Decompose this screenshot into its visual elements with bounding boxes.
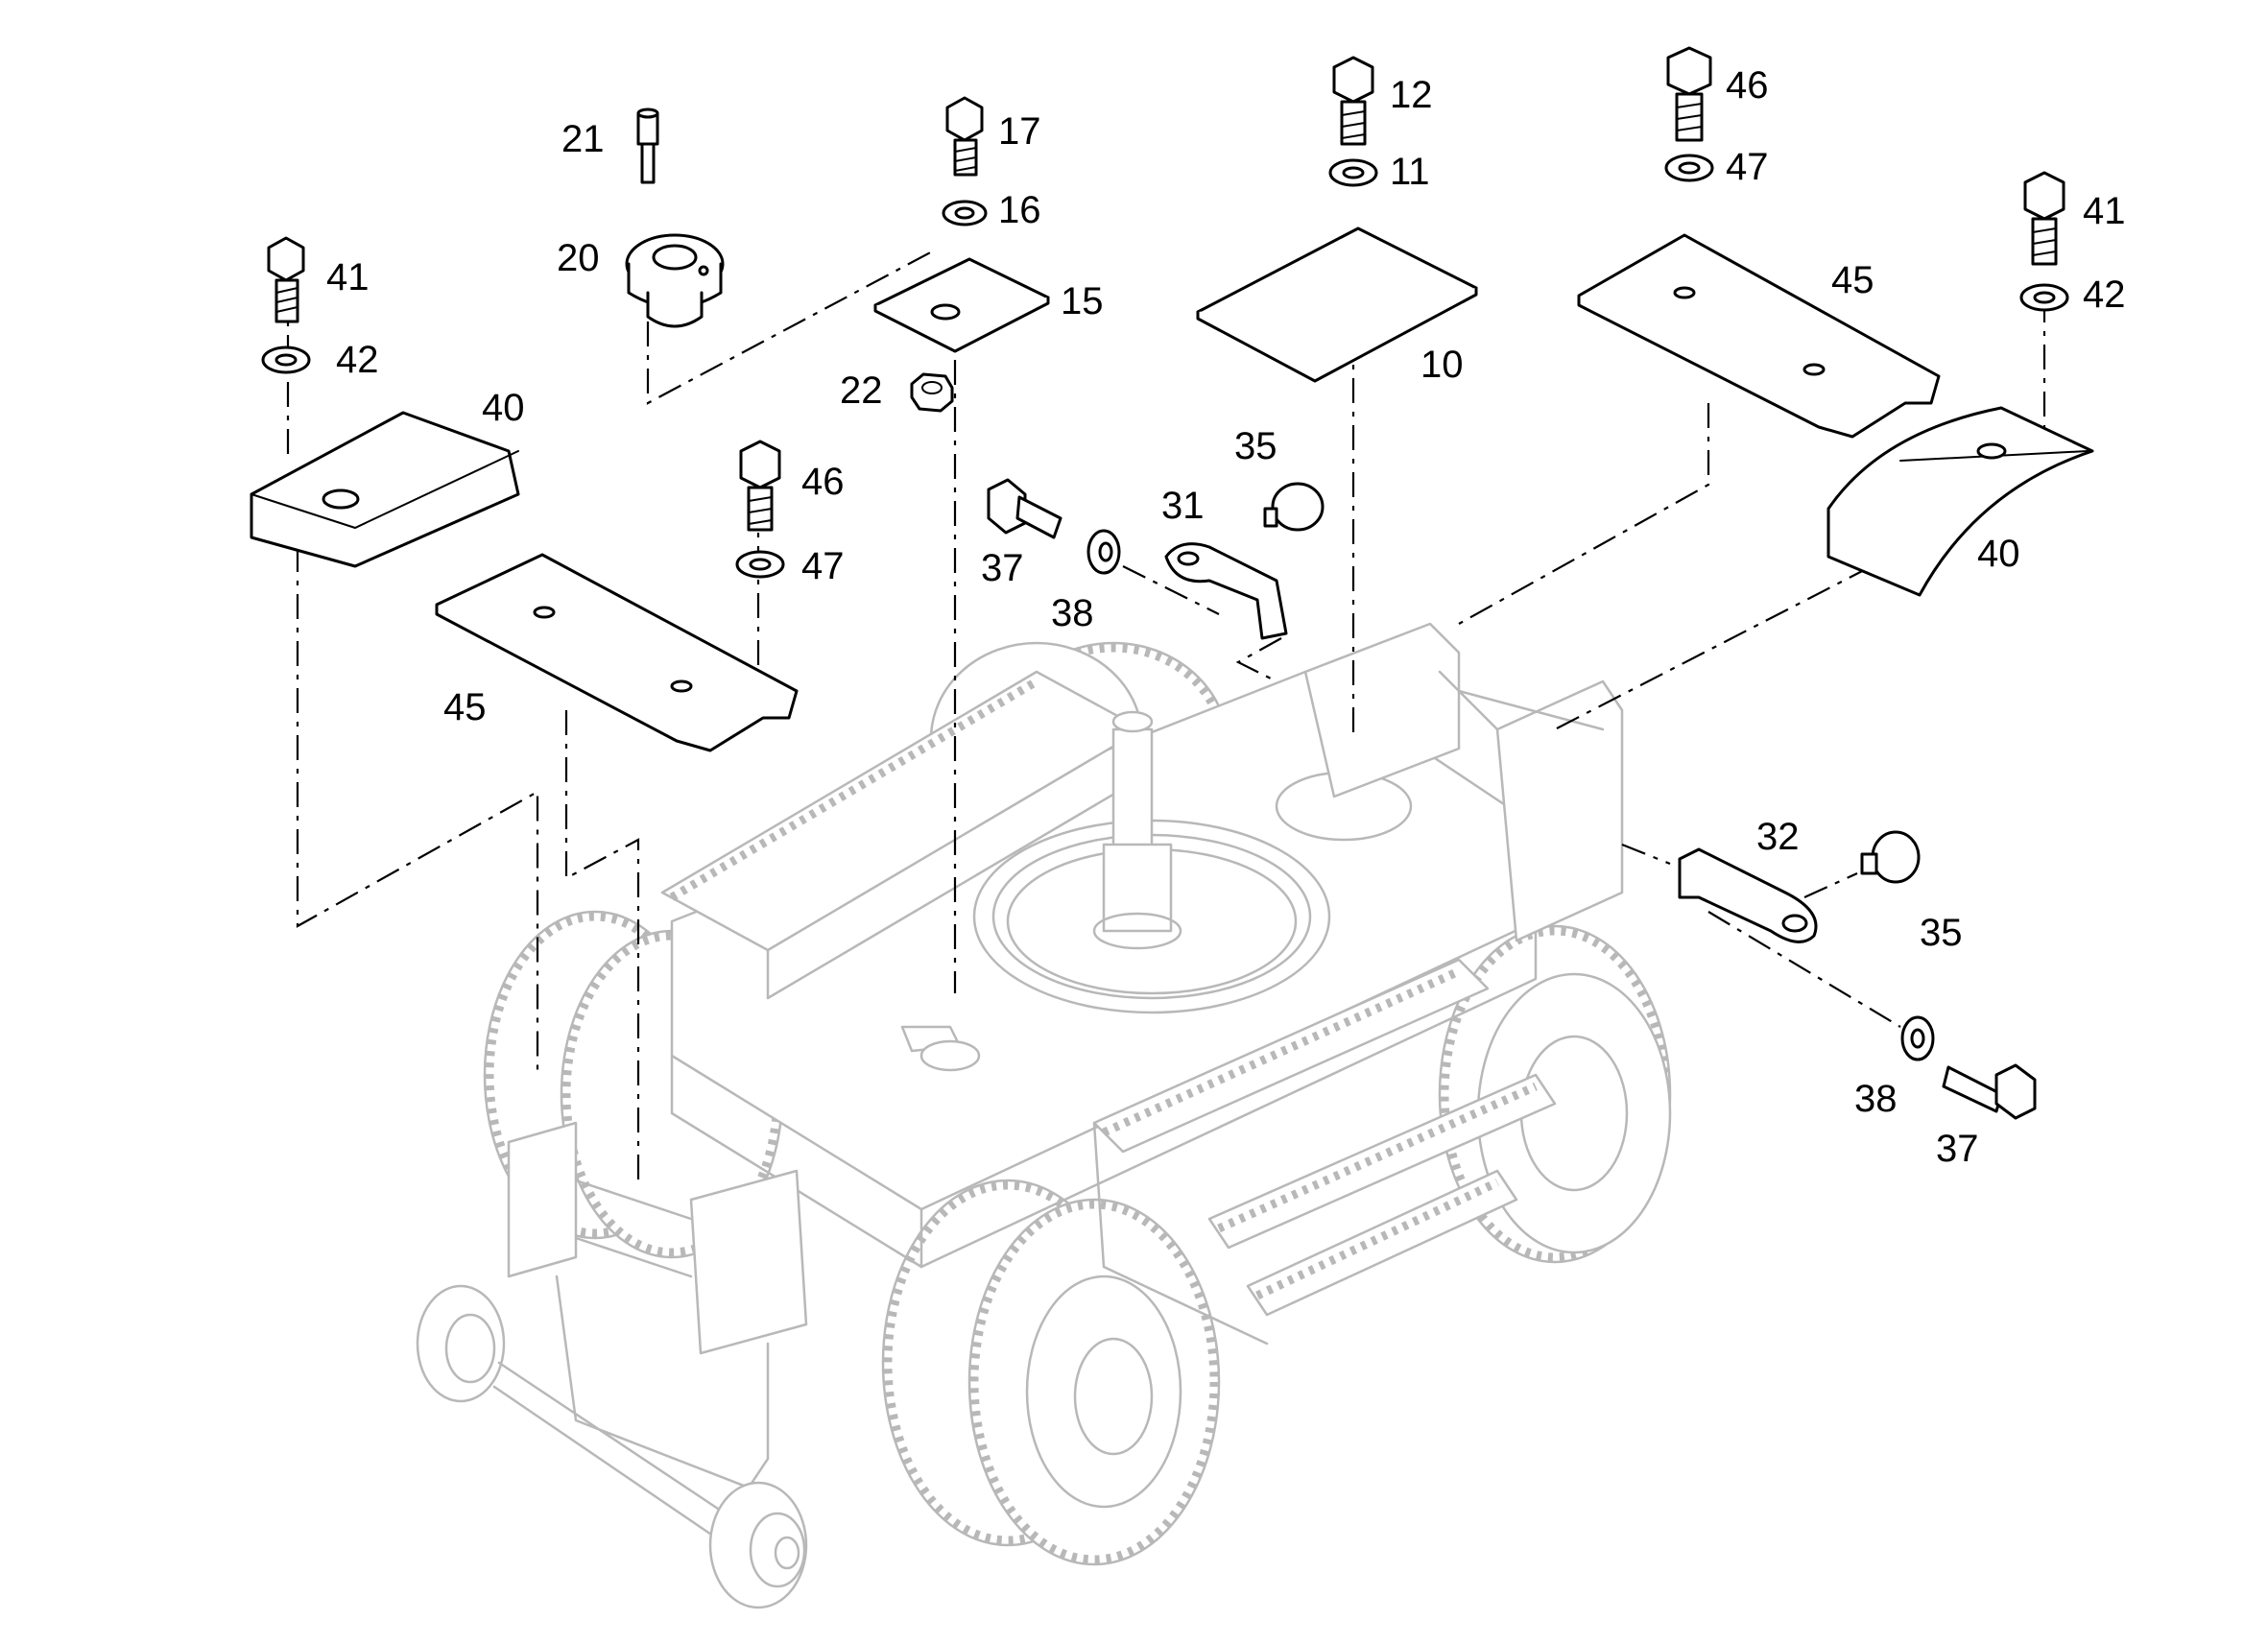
callout-16: 16	[998, 189, 1041, 231]
callout-20: 20	[557, 237, 600, 279]
screw-21	[636, 107, 659, 184]
washer-38-right	[1900, 1015, 1935, 1061]
rear-guide-bracket-right	[689, 1169, 808, 1355]
washer-38-top	[1086, 529, 1121, 575]
callout-15: 15	[1061, 280, 1104, 322]
washer-42-right	[2019, 283, 2069, 312]
washer-47-right	[1664, 154, 1714, 182]
nut-22	[910, 372, 954, 413]
callout-22: 22	[840, 369, 883, 412]
callout-46-left: 46	[801, 461, 845, 503]
rail-wheel-right	[708, 1481, 808, 1609]
callout-11: 11	[1390, 151, 1430, 193]
bolt-41-left	[267, 236, 305, 323]
callout-10: 10	[1420, 344, 1464, 386]
callout-labels: 41 42 40 21 20 17 16 15 22 12 11 10 46 4…	[326, 64, 2126, 1170]
cover-plate-40-left	[250, 411, 520, 568]
knob-35-top	[1263, 482, 1325, 532]
callout-32: 32	[1756, 816, 1800, 858]
rail-wheel-left	[416, 1284, 506, 1403]
callout-31: 31	[1161, 485, 1205, 527]
washer-11	[1328, 158, 1378, 187]
callout-47-left: 47	[801, 545, 845, 587]
bolt-37-right	[1942, 1063, 2037, 1120]
bolt-17	[945, 96, 984, 177]
callout-42-left: 42	[336, 339, 379, 381]
rear-guide-bracket-left	[507, 1121, 578, 1278]
leader-lines	[286, 249, 2046, 1180]
right-step-platform	[1092, 958, 1490, 1154]
washer-42-left	[261, 345, 311, 374]
callout-38-top: 38	[1051, 592, 1094, 634]
bolt-37-top	[987, 478, 1062, 539]
callout-17: 17	[998, 110, 1041, 153]
plate-15	[873, 257, 1050, 353]
callout-41-left: 41	[326, 256, 370, 298]
callout-38-right: 38	[1854, 1078, 1898, 1120]
bolt-12	[1332, 56, 1374, 146]
callout-41-right: 41	[2083, 190, 2126, 232]
bracket-32	[1678, 847, 1818, 943]
callout-47-right: 47	[1726, 146, 1769, 188]
callout-45-right: 45	[1831, 259, 1874, 301]
flanged-bushing-20	[625, 233, 725, 328]
cover-plate-45-right	[1577, 233, 1941, 439]
knob-35-right	[1860, 830, 1921, 884]
callout-21: 21	[561, 118, 605, 160]
bolt-46-left	[739, 440, 781, 532]
washer-47-left	[735, 550, 785, 579]
bolt-41-right	[2023, 171, 2065, 266]
front-frame	[1303, 622, 1461, 798]
callout-40-left: 40	[482, 387, 525, 429]
callout-40-right: 40	[1977, 533, 2020, 575]
callout-42-right: 42	[2083, 274, 2126, 316]
callout-37-top: 37	[981, 547, 1024, 589]
cover-plate-40-right	[1826, 406, 2094, 597]
machine-chassis-illustration	[416, 622, 1672, 1609]
washer-16	[942, 200, 988, 226]
callout-45-left: 45	[443, 686, 487, 728]
callout-46-right: 46	[1726, 64, 1769, 107]
callout-12: 12	[1390, 74, 1433, 116]
callout-37-right: 37	[1936, 1128, 1979, 1170]
callout-35-right: 35	[1920, 912, 1963, 954]
cover-plate-45-left	[435, 553, 799, 752]
bolt-46-right	[1666, 46, 1712, 142]
bracket-31	[1164, 542, 1288, 640]
callout-35-top: 35	[1234, 425, 1277, 467]
cover-plate-10	[1196, 226, 1478, 383]
